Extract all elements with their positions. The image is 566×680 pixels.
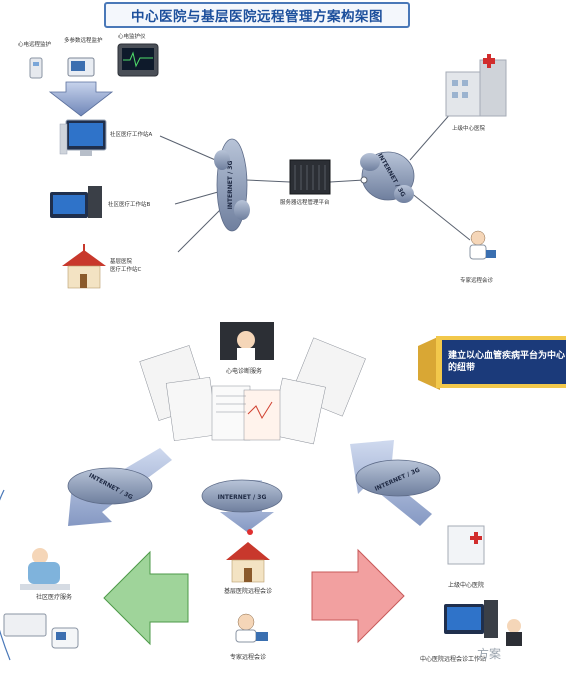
title-box: 中心医院与基层医院远程管理方案构架图	[104, 2, 410, 28]
device-label-ecg: 心电远程监护	[18, 42, 52, 48]
computer-icon-b	[50, 186, 102, 218]
doctor-server-icon	[220, 322, 274, 360]
cloud-internet-right: INTERNET / 3G	[360, 151, 415, 203]
workstation-label-b: 社区医疗工作站B	[108, 202, 151, 208]
cloud-left-label: INTERNET / 3G	[227, 161, 234, 210]
device-label-monitor: 心电监护仪	[118, 34, 146, 40]
workstation-label-c: 基层医院 医疗工作站C	[110, 259, 142, 273]
server-label: 服务器远程管理平台	[280, 200, 330, 206]
cloud-bottom-right: INTERNET / 3G	[355, 459, 441, 497]
computer-icon-a	[59, 119, 107, 156]
multi-param-monitor-icon	[67, 57, 95, 77]
server-icon	[289, 159, 331, 195]
house-icon-c	[62, 244, 106, 289]
report-documents-icon	[139, 337, 366, 445]
right-hospital-label: 上级中心医院	[448, 582, 485, 589]
down-arrow-icon	[48, 81, 114, 117]
patient-bed-icon	[0, 489, 70, 661]
house-icon-bottom	[226, 529, 270, 583]
watermark: 方案	[477, 647, 502, 661]
workstation-label-a: 社区医疗工作站A	[110, 132, 153, 138]
center-house-label: 基层医院远程会诊	[224, 588, 273, 595]
patient-monitor-icon	[117, 43, 159, 77]
center-service-label: 心电诊断服务	[226, 368, 263, 375]
green-arrow-left	[103, 550, 189, 646]
hospital-icon-bottom	[447, 525, 485, 565]
device-label-multi: 多参数远程监护	[64, 38, 103, 44]
cloud-bottom-left: INTERNET / 3G	[67, 467, 153, 505]
computer-icon-bottom	[444, 600, 522, 646]
hospital-label: 上级中心医院	[452, 126, 486, 132]
banner-text: 建立以心血管疾病平台为中心的纽带	[448, 351, 566, 373]
diagram-title: 中心医院与基层医院远程管理方案构架图	[131, 9, 383, 25]
expert-label: 专家远程会诊	[460, 278, 494, 284]
hospital-icon	[445, 54, 507, 117]
medical-devices-icon	[3, 613, 79, 649]
ecg-monitor-icon	[29, 57, 43, 79]
left-group-label: 社区医疗服务	[36, 594, 73, 601]
cloud-bottom-center-label: INTERNET / 3G	[218, 494, 267, 501]
connection-lines	[159, 111, 471, 253]
cloud-internet-left: INTERNET / 3G	[214, 138, 250, 232]
center-expert-label: 专家远程会诊	[230, 654, 267, 661]
expert-icon-bottom	[235, 613, 268, 643]
doctor-icon	[469, 230, 496, 260]
cloud-bottom-center: INTERNET / 3G	[201, 479, 283, 513]
banner-ribbon	[418, 336, 566, 390]
red-arrow-right	[311, 548, 405, 644]
right-computer-label: 中心医院远程会诊工作站	[420, 656, 487, 663]
